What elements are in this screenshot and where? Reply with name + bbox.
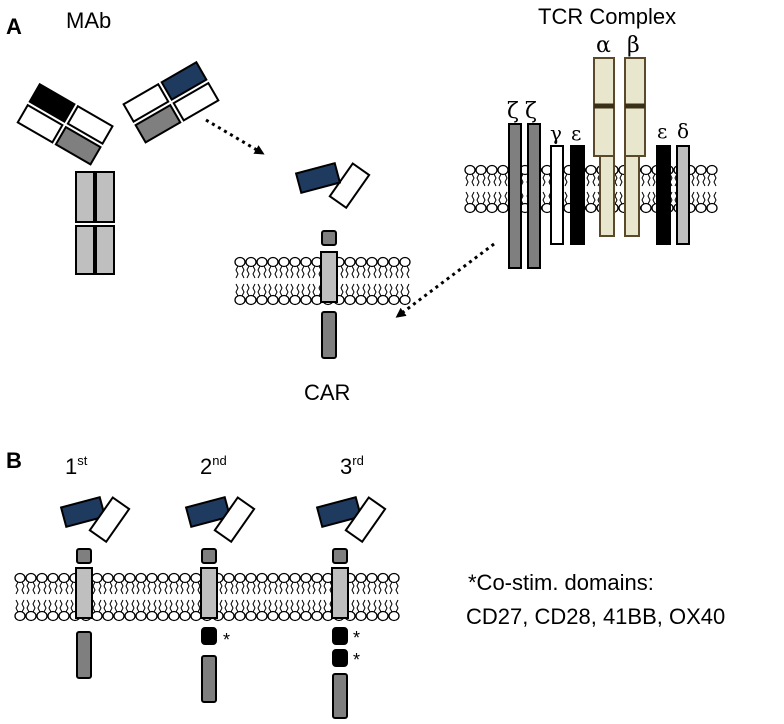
car-label: CAR: [304, 380, 350, 405]
alpha-label: α: [596, 33, 611, 58]
epsilon-label-left: ε: [571, 121, 581, 145]
tcr-complex: [508, 57, 690, 269]
car-generation-2: [184, 495, 256, 703]
costim-asterisk-gen2: *: [223, 630, 230, 650]
tcr-to-car-arrow: [395, 242, 495, 318]
gamma-label: γ: [550, 121, 562, 145]
antibody-diagram: [16, 60, 220, 275]
costim-asterisk-gen3-a: *: [353, 628, 360, 648]
epsilon-label-right: ε: [657, 119, 667, 143]
generation-3-label: 3rd: [340, 453, 364, 479]
car-receptor: [294, 161, 371, 359]
zeta-label-2: ζ: [525, 99, 537, 124]
mab-to-car-arrow: [205, 118, 265, 155]
costim-asterisk-gen3-b: *: [353, 650, 360, 670]
generation-labels: 1st 2nd 3rd: [65, 453, 364, 479]
panel-a-letter: A: [6, 14, 22, 39]
panel-b-letter: B: [6, 448, 22, 473]
car-generation-3: [315, 495, 387, 719]
tcr-complex-label: TCR Complex: [538, 4, 676, 29]
car-generation-1: [59, 495, 131, 679]
mab-label: MAb: [66, 8, 111, 33]
costim-note-line1: *Co-stim. domains:: [468, 570, 654, 595]
generation-1-label: 1st: [65, 453, 88, 479]
tcr-chain-labels: ζ ζ γ ε α β ε δ: [507, 33, 689, 145]
costim-note-line2: CD27, CD28, 41BB, OX40: [466, 604, 725, 629]
beta-label: β: [627, 33, 640, 58]
delta-label: δ: [677, 119, 689, 143]
zeta-label-1: ζ: [507, 99, 519, 124]
generation-2-label: 2nd: [200, 453, 227, 479]
